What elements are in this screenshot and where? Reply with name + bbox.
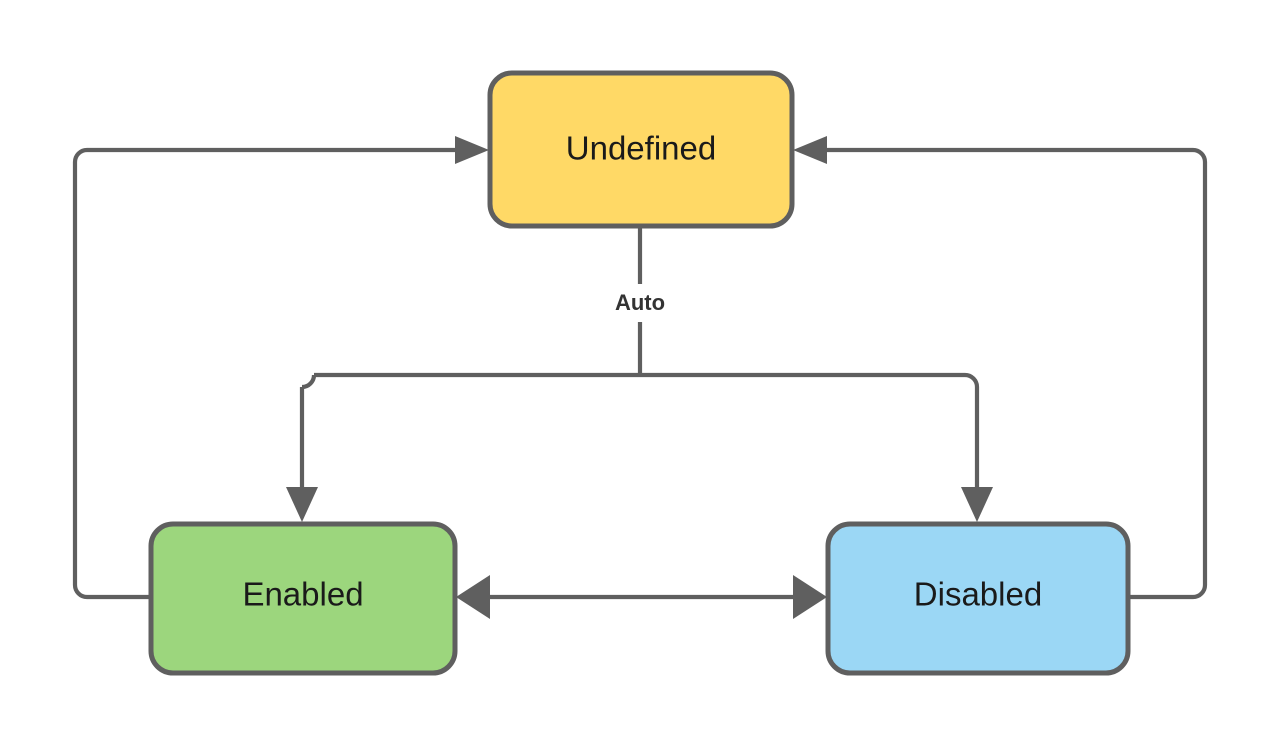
junction-corner-left [301,374,317,390]
edge-enabled-to-undefined [72,136,489,600]
arrowhead-into-disabled-top [961,487,993,522]
node-disabled[interactable]: Disabled [825,521,1131,676]
node-undefined-shape[interactable] [487,70,795,229]
arrowhead-into-enabled-right [456,575,490,619]
node-enabled[interactable]: Enabled [148,521,458,676]
arrowhead-into-undefined-right [793,136,827,164]
node-undefined-label: Undefined [566,130,716,167]
edge-enabled-disabled-bidirectional [456,575,827,619]
arrowhead-into-enabled-top [286,487,318,522]
node-disabled-shape[interactable] [825,521,1131,676]
edge-auto-to-enabled [286,387,318,522]
node-undefined[interactable]: Undefined [487,70,795,229]
edge-label-auto: Auto [615,290,665,315]
edge-path-disabled-to-undefined [827,147,1208,600]
edge-disabled-to-undefined [793,136,1208,600]
edge-undefined-auto-split: Auto [301,226,980,390]
node-enabled-shape[interactable] [148,521,458,676]
junction-corner-right [964,372,980,388]
arrowhead-into-disabled-left [793,575,827,619]
auto-label-background [596,284,684,322]
node-enabled-label: Enabled [242,576,363,613]
arrowhead-into-undefined-left [455,136,489,164]
edge-path-enabled-to-undefined [72,147,455,600]
edge-auto-to-disabled [961,387,993,522]
node-disabled-label: Disabled [914,576,1042,613]
